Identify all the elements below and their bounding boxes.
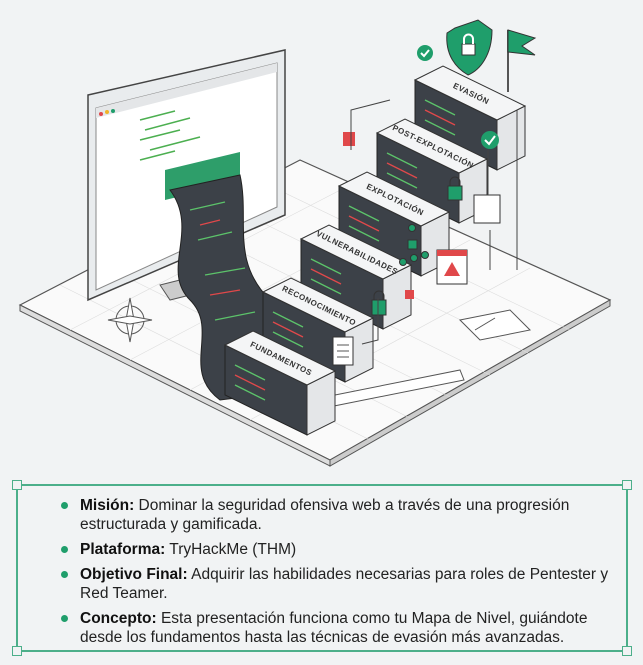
document-icon [332,336,354,366]
summary-list: Misión: Dominar la seguridad ofensiva we… [58,496,618,653]
summary-item-mision: Misión: Dominar la seguridad ofensiva we… [58,496,618,534]
frame-handle [12,480,22,490]
item-text: Adquirir las habilidades necesarias para… [80,566,609,602]
warning-window-icon [436,249,468,285]
bullet-icon [61,615,68,622]
frame-handle [622,646,632,656]
step-3: VULNERABILIDADES [299,224,413,330]
monitor [87,49,286,302]
item-label: Objetivo Final: [80,566,188,583]
item-label: Misión: [80,497,135,514]
alert-x-icon [405,290,414,299]
summary-item-plataforma: Plataforma: TryHackMe (THM) [58,540,618,559]
bullet-icon [61,571,68,578]
step-4: EXPLOTACIÓN [337,171,451,277]
summary-box: Misión: Dominar la seguridad ofensiva we… [12,480,632,656]
alert-x-icon [343,132,355,146]
frame-handle [12,646,22,656]
compass-rose-icon [107,297,153,343]
padlock-icon [371,290,387,316]
step-6: EVASIÓN [413,65,527,171]
summary-item-objetivo: Objetivo Final: Adquirir las habilidades… [58,565,618,603]
summary-item-concepto: Concepto: Esta presentación funciona com… [58,609,618,647]
network-tree-icon [399,224,429,266]
check-icon [417,45,433,61]
bullet-icon [61,502,68,509]
item-label: Concepto: [80,610,157,627]
terminal-window-icon [473,194,501,224]
step-1: FUNDAMENTOS [223,330,337,436]
item-text: Dominar la seguridad ofensiva web a trav… [80,497,570,533]
padlock-icon [447,176,463,201]
bullet-icon [61,546,68,553]
flag-icon [507,29,537,92]
check-icon [481,131,499,149]
item-text: Esta presentación funciona como tu Mapa … [80,610,588,646]
item-label: Plataforma: [80,541,166,558]
level-map-illustration: EVASIÓNPOST-EXPLOTACIÓNEXPLOTACIÓNVULNER… [18,19,612,467]
drafting-compass-icon [458,309,532,341]
shield-lock-icon [446,19,493,76]
frame-handle [622,480,632,490]
item-text: TryHackMe (THM) [165,541,297,558]
